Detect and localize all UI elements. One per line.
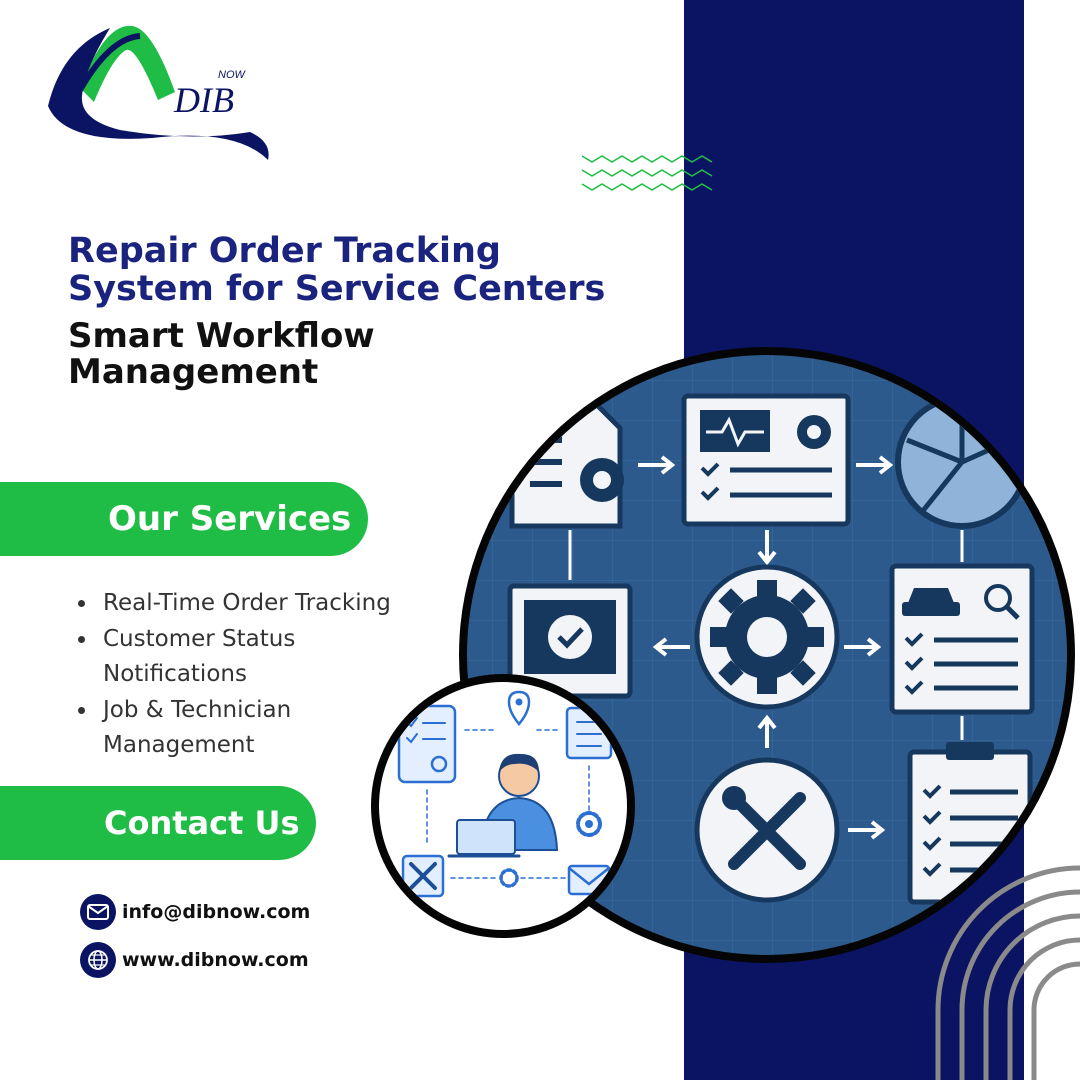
dibnow-logo: DIB NOW [40, 18, 280, 168]
website-link[interactable]: www.dibnow.com [122, 949, 309, 971]
tools-icon [401, 854, 445, 898]
technician-laptop-icon [447, 753, 559, 858]
email-link[interactable]: info@dibnow.com [122, 901, 311, 923]
logo-small: NOW [218, 69, 247, 81]
car-checklist-icon [889, 563, 1035, 715]
logo-word: DIB [173, 80, 234, 120]
technician-illustration [369, 672, 637, 940]
tools-icon [694, 757, 840, 903]
gear-icon [576, 811, 602, 837]
monitor-check-icon [507, 583, 633, 699]
rings-decoration [918, 860, 1080, 1080]
services-heading: Our Services [0, 482, 368, 556]
headline-subtitle: Smart Workflow Management [68, 318, 375, 390]
subtitle-line-1: Smart Workflow [68, 316, 375, 356]
subtitle-line-2: Management [68, 352, 319, 392]
monitor-gear-icon [681, 393, 851, 527]
website-row[interactable]: www.dibnow.com [80, 942, 309, 978]
globe-icon [80, 942, 116, 978]
services-list: Real-Time Order Tracking Customer Status… [78, 586, 438, 764]
bullet-icon [78, 706, 85, 714]
email-row[interactable]: info@dibnow.com [80, 894, 310, 930]
gear-icon [694, 564, 840, 710]
services-heading-label: Our Services [108, 499, 352, 539]
envelope-icon [80, 894, 116, 930]
bullet-icon [78, 600, 85, 607]
service-item: Real-Time Order Tracking [78, 586, 438, 622]
contact-button-label: Contact Us [104, 804, 300, 842]
headline-title: Repair Order Tracking System for Service… [68, 232, 605, 308]
bullet-icon [78, 635, 85, 643]
title-line-1: Repair Order Tracking [68, 231, 501, 271]
document-gear-icon [509, 397, 624, 529]
contact-button[interactable]: Contact Us [0, 786, 316, 860]
title-line-2: System for Service Centers [68, 269, 606, 309]
location-pin-icon [507, 690, 531, 726]
zigzag-decoration [578, 150, 720, 202]
workflow-illustration [452, 340, 1080, 970]
